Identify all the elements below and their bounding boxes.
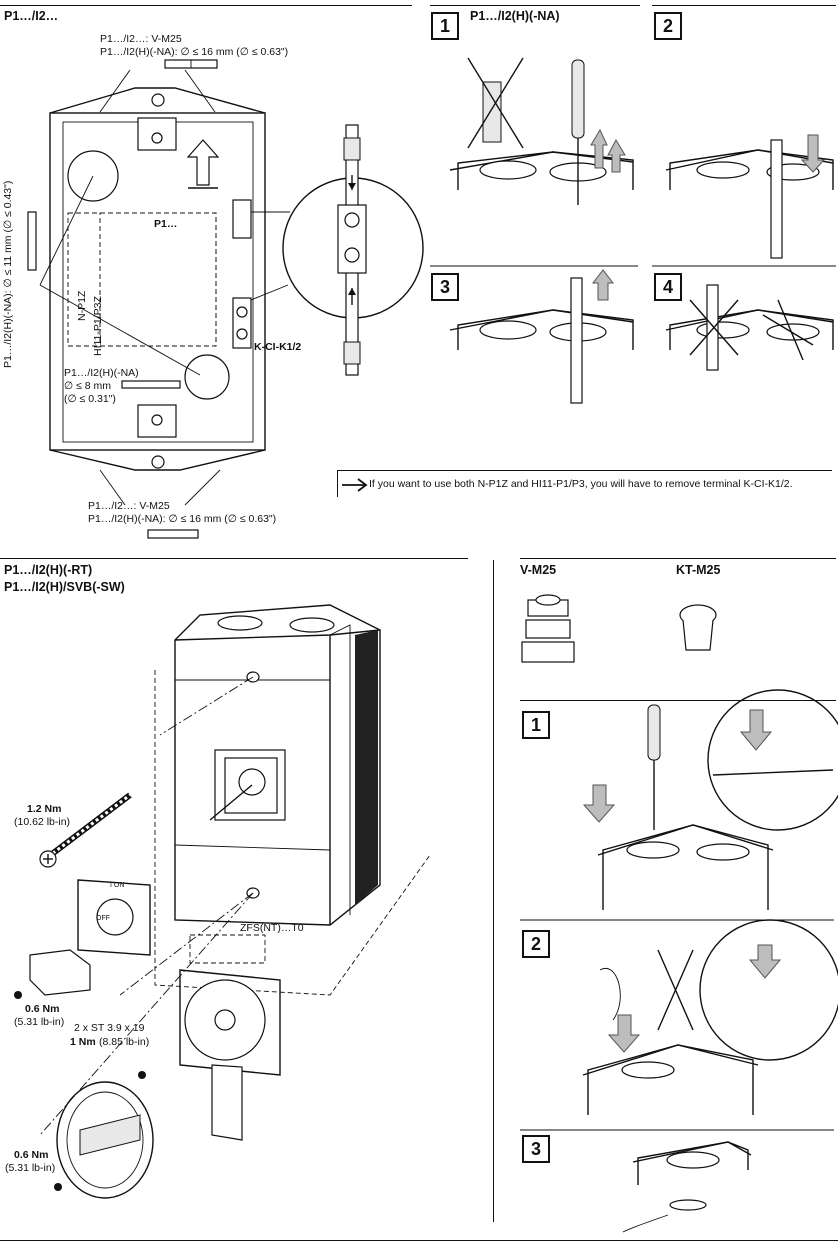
torque-4-value: 0.6 Nm <box>14 1149 49 1161</box>
torque-3-imperial: (8.85 lb-in) <box>99 1036 150 1048</box>
top-left-rule <box>0 5 412 6</box>
step-badge-3: 3 <box>431 273 459 301</box>
label-bottom-vm25: P1…/I2…: V-M25 <box>88 500 170 512</box>
gland-step-badge-2: 2 <box>522 930 550 958</box>
label-small-2: ∅ ≤ 8 mm <box>64 380 111 392</box>
torque-1-imperial: (10.62 lb-in) <box>14 816 71 828</box>
label-small-1: P1…/I2(H)(-NA) <box>64 367 139 379</box>
top-right-rule-b <box>652 5 836 6</box>
label-ktm25: KT-M25 <box>676 563 721 577</box>
label-small-3: (∅ ≤ 0.31") <box>64 393 116 405</box>
torque-3-value: 1 Nm <box>70 1036 96 1048</box>
enclosure-top-view-drawing <box>27 59 424 539</box>
note-text: If you want to use both N-P1Z and HI11-P… <box>369 478 793 490</box>
knockout-steps-drawing <box>430 57 836 404</box>
off-label: OFF <box>96 915 110 922</box>
label-hi11: HI11-P1/P3Z <box>92 296 104 356</box>
step-badge-4: 4 <box>654 273 682 301</box>
note-box <box>337 470 832 497</box>
panel-divider <box>493 560 494 1222</box>
torque-4-imperial: (5.31 lb-in) <box>5 1162 56 1174</box>
torque-1-value: 1.2 Nm <box>27 803 62 815</box>
middle-rule-left <box>0 558 468 559</box>
bottom-rule <box>0 1240 838 1241</box>
label-terminal: K-CI-K1/2 <box>254 341 302 353</box>
label-p1: P1… <box>154 218 178 230</box>
screws-label: 2 x ST 3.9 x 19 <box>74 1022 145 1034</box>
top-right-rule-a <box>430 5 640 6</box>
right-panel-rule <box>520 700 836 701</box>
arrow-right-icon <box>342 478 368 492</box>
step-badge-2: 2 <box>654 12 682 40</box>
middle-rule-right <box>520 558 836 559</box>
label-top-diameter: P1…/I2(H)(-NA): ∅ ≤ 16 mm (∅ ≤ 0.63") <box>100 46 289 58</box>
label-top-vm25: P1…/I2…: V-M25 <box>100 33 182 45</box>
label-side-diameter: P1…/I2(H)(-NA): ∅ ≤ 11 mm (∅ ≤ 0.43") <box>2 180 14 368</box>
gland-step-badge-3: 3 <box>522 1135 550 1163</box>
exploded-assembly-drawing <box>14 604 431 1199</box>
step-badge-1: 1 <box>431 12 459 40</box>
top-left-title: P1…/I2… <box>4 9 59 23</box>
torque-2-value: 0.6 Nm <box>25 1003 60 1015</box>
gland-step-badge-1: 1 <box>522 711 550 739</box>
bottom-left-title-1: P1…/I2(H)(-RT) <box>4 563 93 577</box>
label-bottom-diameter: P1…/I2(H)(-NA): ∅ ≤ 16 mm (∅ ≤ 0.63") <box>88 513 277 525</box>
zfs-label: ZFS(NT)…T0 <box>240 922 304 934</box>
gland-steps-drawing <box>520 594 838 1233</box>
label-np1z: N-P1Z <box>76 290 88 321</box>
torque-2-imperial: (5.31 lb-in) <box>14 1016 65 1028</box>
top-right-title: P1…/I2(H)(-NA) <box>470 9 560 23</box>
label-vm25: V-M25 <box>520 563 557 577</box>
bottom-left-title-2: P1…/I2(H)/SVB(-SW) <box>4 580 125 594</box>
on-label: I ON <box>110 882 125 889</box>
